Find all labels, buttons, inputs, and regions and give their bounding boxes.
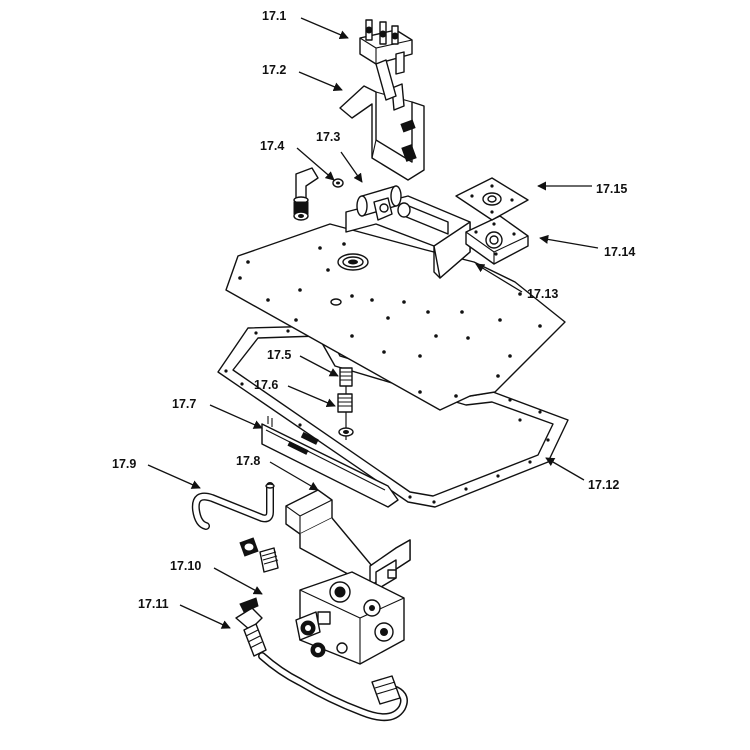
callout-17-5: 17.5: [267, 348, 291, 362]
callout-17-11: 17.11: [138, 597, 169, 611]
part-gas-valve: [295, 571, 405, 665]
callout-17-10: 17.10: [170, 559, 201, 573]
leader-17-1: [300, 17, 349, 39]
leader-17-11: [179, 604, 231, 629]
part-nut-17-4: [332, 178, 344, 188]
leader-17-14: [539, 234, 599, 249]
part-valve-bracket: [285, 489, 411, 591]
callout-labels: 17.1 17.2 17.3 17.4 17.5 17.6 17.7 17.8 …: [112, 9, 635, 611]
part-burner-channel: [345, 185, 471, 279]
part-pilot-bracket: [339, 83, 425, 181]
leader-17-8: [269, 461, 319, 491]
part-fittings: [337, 367, 354, 440]
part-mount-plate-upper: [455, 177, 529, 221]
leader-17-9: [147, 464, 201, 489]
part-tube: [191, 482, 275, 530]
callout-17-7: 17.7: [172, 397, 196, 411]
leader-17-6: [287, 385, 336, 407]
leader-17-13: [475, 263, 523, 293]
leader-17-5: [299, 355, 339, 377]
part-bracket-bar: [261, 416, 399, 508]
callout-17-14: 17.14: [604, 245, 635, 259]
callout-17-9: 17.9: [112, 457, 136, 471]
leader-17-7: [209, 404, 263, 429]
leader-lines: [147, 17, 599, 629]
leader-17-12: [545, 457, 585, 481]
callout-17-15: 17.15: [596, 182, 627, 196]
callout-17-2: 17.2: [262, 63, 286, 77]
part-elbow-fitting: [293, 167, 319, 221]
leader-17-2: [298, 71, 343, 92]
part-pilot-assembly: [359, 19, 413, 101]
callout-17-1: 17.1: [262, 9, 286, 23]
callout-17-12: 17.12: [588, 478, 619, 492]
callout-17-4: 17.4: [260, 139, 284, 153]
leader-17-4: [296, 147, 335, 181]
part-small-fittings: [239, 537, 279, 573]
callout-17-8: 17.8: [236, 454, 260, 468]
part-shutoff-hose: [235, 597, 408, 722]
leader-17-10: [213, 567, 263, 595]
leader-17-3: [340, 151, 363, 183]
callout-17-3: 17.3: [316, 130, 340, 144]
callout-17-13: 17.13: [527, 287, 558, 301]
part-mount-plate-lower: [465, 215, 529, 265]
callout-17-6: 17.6: [254, 378, 278, 392]
